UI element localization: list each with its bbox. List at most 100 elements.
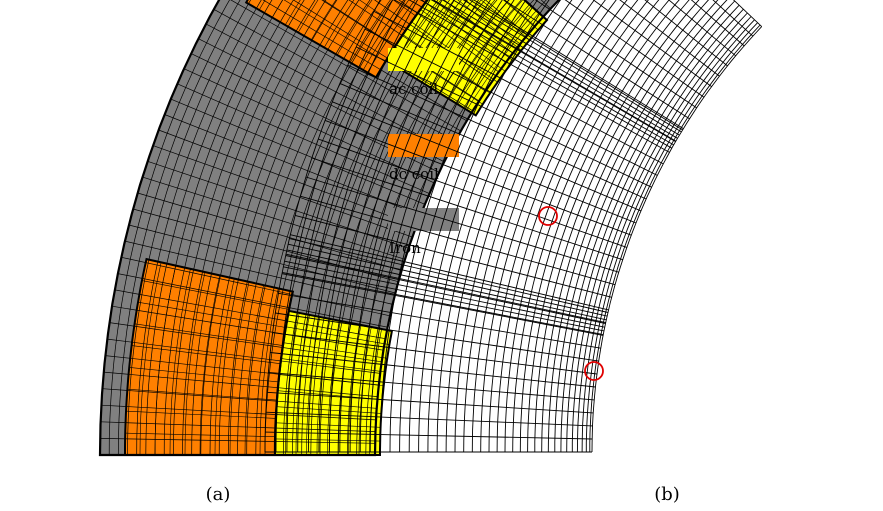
mesh-radial xyxy=(205,23,450,152)
mesh-radial xyxy=(230,0,461,132)
mesh-arc xyxy=(534,0,709,452)
coil-mesh-radial xyxy=(125,432,276,437)
mesh-radial xyxy=(285,253,606,324)
mesh-radial xyxy=(142,176,406,260)
coil-mesh-radial xyxy=(127,388,278,401)
mesh-arc xyxy=(512,0,680,453)
mesh-radial xyxy=(332,101,637,224)
mesh-radial xyxy=(285,255,606,324)
mesh-radial xyxy=(321,0,480,102)
mesh-radial xyxy=(213,8,456,142)
mesh-radial xyxy=(339,82,642,212)
panel-b-refined-mesh xyxy=(264,0,763,453)
mesh-radial xyxy=(347,64,647,200)
mesh-radial xyxy=(133,208,399,283)
mesh-radial xyxy=(272,332,597,375)
mesh-radial xyxy=(733,0,763,27)
mesh-radial xyxy=(262,0,467,122)
mesh-radial xyxy=(311,157,623,261)
coil-mesh-radial xyxy=(141,280,290,310)
mesh-radial xyxy=(393,0,670,153)
mesh-radial xyxy=(114,289,386,340)
mesh-radial xyxy=(473,0,684,129)
coil-mesh-arc xyxy=(214,278,235,456)
coil-mesh-radial xyxy=(283,0,386,63)
mesh-radial xyxy=(318,138,627,248)
mesh-radial xyxy=(288,243,608,317)
coil-mesh-arc xyxy=(457,5,532,105)
mesh-radial xyxy=(294,214,612,298)
coil-mesh-arc xyxy=(349,0,391,63)
coil-mesh-arc xyxy=(285,312,300,456)
mesh-radial xyxy=(284,260,605,328)
mesh-radial xyxy=(107,338,381,374)
mesh-radial xyxy=(270,352,596,388)
mesh-radial xyxy=(452,0,680,136)
mesh-radial xyxy=(534,0,697,109)
mesh-radial xyxy=(183,68,435,184)
highlight-circle-upper xyxy=(538,206,558,226)
mesh-radial xyxy=(281,273,604,336)
mesh-radial xyxy=(278,292,601,349)
mesh-radial xyxy=(644,0,728,67)
mesh-radial xyxy=(290,234,609,311)
coil-mesh-arc xyxy=(394,0,442,67)
mesh-radial xyxy=(109,322,382,363)
mesh-radial xyxy=(266,391,594,414)
coil-mesh-arc xyxy=(295,314,310,456)
coil-mesh-arc xyxy=(169,268,191,456)
coil-mesh-arc xyxy=(184,272,206,456)
mesh-radial xyxy=(177,83,430,194)
mesh-radial xyxy=(432,0,677,142)
coil-mesh-radial xyxy=(131,345,281,364)
mesh-radial xyxy=(137,192,402,271)
coil-mesh-arc xyxy=(336,0,373,56)
mesh-radial xyxy=(283,266,605,332)
mesh-radial xyxy=(503,0,690,120)
mesh-radial xyxy=(170,98,426,205)
ac-coil-upper xyxy=(386,0,547,116)
mesh-radial xyxy=(121,256,391,317)
mesh-radial xyxy=(690,0,745,47)
mesh-radial xyxy=(158,129,417,227)
mesh-radial xyxy=(275,312,599,362)
mesh-radial xyxy=(292,0,473,112)
coil-mesh-radial xyxy=(126,410,276,419)
mesh-radial xyxy=(419,0,674,146)
coil-mesh-radial xyxy=(457,0,522,51)
coil-mesh-radial xyxy=(480,0,530,41)
mesh-radial xyxy=(462,0,682,133)
mesh-radial xyxy=(592,0,712,87)
mesh-radial xyxy=(265,411,593,427)
coil-mesh-arc xyxy=(199,275,220,456)
mesh-radial xyxy=(421,0,506,63)
coil-mesh-arc xyxy=(139,262,162,456)
mesh-radial xyxy=(668,0,736,57)
caption-b: (b) xyxy=(654,484,680,505)
highlight-circle-lower xyxy=(584,361,604,381)
mesh-radial xyxy=(373,11,664,165)
mesh-radial xyxy=(484,0,528,36)
coil-mesh-radial xyxy=(392,0,416,17)
coil-mesh-arc xyxy=(448,0,524,100)
coil-mesh-arc xyxy=(323,0,355,48)
coil-mesh-arc xyxy=(297,0,319,33)
mesh-radial xyxy=(430,0,676,142)
mesh-radial xyxy=(469,0,683,131)
coil-mesh-radial xyxy=(137,301,286,328)
mesh-radial xyxy=(408,0,673,149)
mesh-radial xyxy=(441,0,678,139)
mesh-radial xyxy=(117,273,388,328)
mesh-radial xyxy=(286,249,607,321)
legend-swatch-ac-coil xyxy=(388,48,459,71)
mesh-radial xyxy=(289,238,609,313)
panel-b-mesh-lines xyxy=(264,0,763,453)
coil-mesh-arc xyxy=(310,0,337,41)
mesh-radial xyxy=(305,176,619,273)
coil-mesh-radial xyxy=(322,0,396,47)
coil-mesh-radial xyxy=(129,367,279,383)
mesh-radial xyxy=(398,0,499,73)
mesh-radial xyxy=(152,145,413,238)
caption-a: (a) xyxy=(206,484,231,505)
coil-mesh-arc xyxy=(229,281,250,456)
